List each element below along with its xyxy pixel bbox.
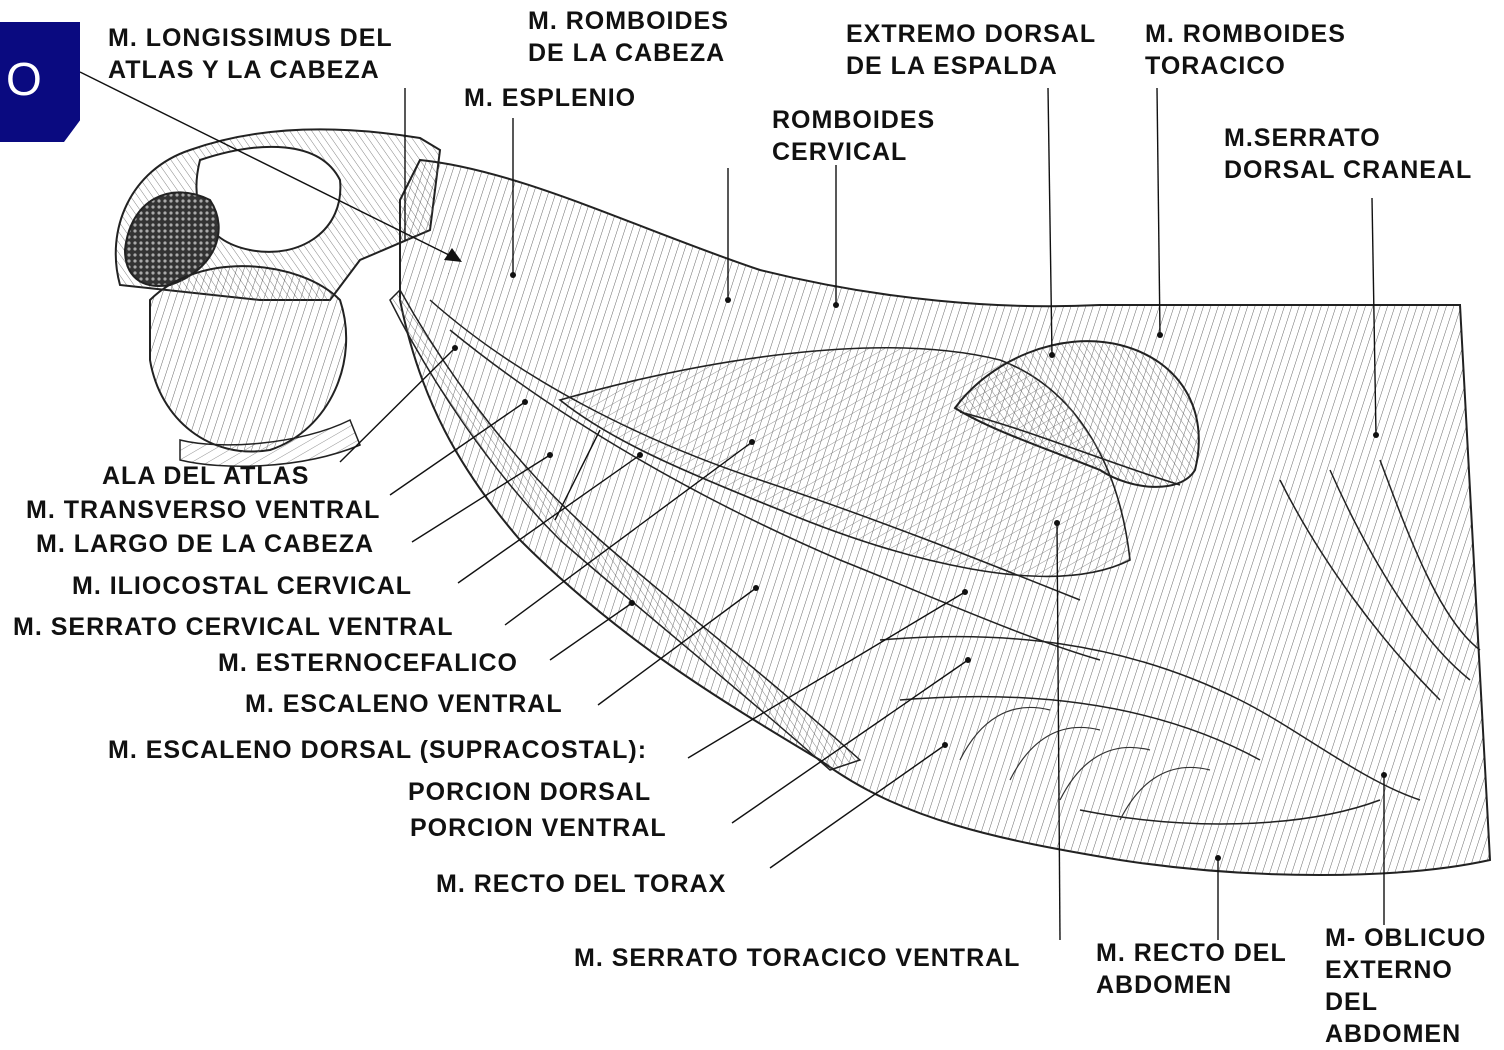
neck-trunk-muscles [390, 160, 1490, 875]
label-romboides-cabeza: M. ROMBOIDES DE LA CABEZA [528, 5, 729, 69]
label-romboides-cervical: ROMBOIDES CERVICAL [772, 104, 935, 168]
marker-badge: O [0, 22, 80, 142]
label-longissimus: M. LONGISSIMUS DEL ATLAS Y LA CABEZA [108, 22, 393, 86]
label-largo-cabeza: M. LARGO DE LA CABEZA [36, 528, 374, 560]
label-iliocostal-cervical: M. ILIOCOSTAL CERVICAL [72, 570, 412, 602]
label-romboides-toracico: M. ROMBOIDES TORACICO [1145, 18, 1346, 82]
label-oblicuo-externo: M- OBLICUO EXTERNO DEL ABDOMEN [1325, 922, 1486, 1050]
label-escaleno-dorsal: M. ESCALENO DORSAL (SUPRACOSTAL): [108, 734, 647, 766]
label-escaleno-ventral: M. ESCALENO VENTRAL [245, 688, 563, 720]
label-porcion-ventral: PORCION VENTRAL [410, 812, 667, 844]
label-ala-atlas: ALA DEL ATLAS [102, 460, 309, 492]
label-porcion-dorsal: PORCION DORSAL [408, 776, 651, 808]
label-serrato-cervical-ventral: M. SERRATO CERVICAL VENTRAL [13, 611, 453, 643]
label-serrato-dorsal-craneal: M.SERRATO DORSAL CRANEAL [1224, 122, 1472, 186]
label-esplenio: M. ESPLENIO [464, 82, 636, 114]
badge-letter: O [6, 52, 42, 106]
label-extremo-dorsal: EXTREMO DORSAL DE LA ESPALDA [846, 18, 1096, 82]
label-esternocefalico: M. ESTERNOCEFALICO [218, 647, 518, 679]
label-recto-abdomen: M. RECTO DEL ABDOMEN [1096, 937, 1287, 1001]
label-recto-torax: M. RECTO DEL TORAX [436, 868, 726, 900]
label-transverso-ventral: M. TRANSVERSO VENTRAL [26, 494, 380, 526]
label-serrato-toracico-ventral: M. SERRATO TORACICO VENTRAL [574, 942, 1020, 974]
